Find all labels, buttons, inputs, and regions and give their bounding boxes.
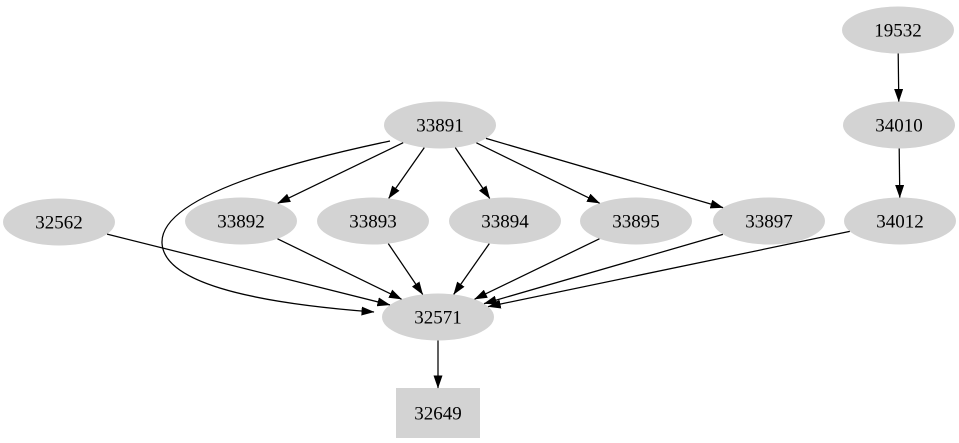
node-33895: 33895 xyxy=(580,197,692,245)
node-label-33893: 33893 xyxy=(349,211,397,232)
edge-33891-33893 xyxy=(388,147,425,199)
node-label-34010: 34010 xyxy=(875,115,923,136)
edge-19532-34010 xyxy=(894,53,904,102)
node-32562: 32562 xyxy=(3,198,115,246)
edge-33892-32571 xyxy=(277,238,402,300)
node-ellipse-shape xyxy=(185,197,297,245)
node-ellipse-shape xyxy=(384,101,496,149)
edge-33891-33894 xyxy=(454,147,491,199)
node-ellipse-shape xyxy=(382,293,494,341)
node-ellipse-shape xyxy=(713,197,825,245)
node-ellipse-shape xyxy=(843,101,955,149)
node-33897: 33897 xyxy=(713,197,825,245)
node-33894: 33894 xyxy=(449,197,561,245)
node-label-19532: 19532 xyxy=(874,20,922,41)
edge-33893-32571 xyxy=(387,243,424,295)
node-ellipse-shape xyxy=(449,197,561,245)
node-ellipse-shape xyxy=(3,198,115,246)
node-label-33897: 33897 xyxy=(745,211,793,232)
node-label-32571: 32571 xyxy=(414,307,462,328)
node-ellipse-shape xyxy=(844,197,956,245)
node-33892: 33892 xyxy=(185,197,297,245)
node-32649: 32649 xyxy=(396,388,480,438)
node-label-34012: 34012 xyxy=(876,211,924,232)
node-label-33895: 33895 xyxy=(612,211,660,232)
edge-33894-32571 xyxy=(453,243,490,295)
node-label-32649: 32649 xyxy=(414,403,462,424)
node-32571: 32571 xyxy=(382,293,494,341)
edge-33891-33895 xyxy=(476,142,601,204)
edge-33891-33897 xyxy=(485,137,724,209)
node-34012: 34012 xyxy=(844,197,956,245)
edge-33891-33892 xyxy=(277,142,404,204)
node-33891: 33891 xyxy=(384,101,496,149)
node-layer: 19532 34010 34012 33891 32562 33892 33893 33894… xyxy=(3,6,956,438)
edge-layer xyxy=(106,53,905,389)
edge-32562-32571 xyxy=(106,233,391,307)
node-ellipse-shape xyxy=(580,197,692,245)
edge-33897-32571 xyxy=(483,233,724,305)
node-ellipse-shape xyxy=(317,197,429,245)
node-label-32562: 32562 xyxy=(35,212,83,233)
node-label-33891: 33891 xyxy=(416,115,464,136)
node-label-33892: 33892 xyxy=(217,211,265,232)
edge-33891-32571 xyxy=(161,140,391,316)
edge-33895-32571 xyxy=(474,238,600,300)
node-34010: 34010 xyxy=(843,101,955,149)
node-label-33894: 33894 xyxy=(481,211,529,232)
edge-34012-32571 xyxy=(487,230,850,309)
node-33893: 33893 xyxy=(317,197,429,245)
edge-34010-34012 xyxy=(895,148,905,198)
node-box-shape xyxy=(396,388,480,438)
node-19532: 19532 xyxy=(842,6,954,54)
node-ellipse-shape xyxy=(842,6,954,54)
